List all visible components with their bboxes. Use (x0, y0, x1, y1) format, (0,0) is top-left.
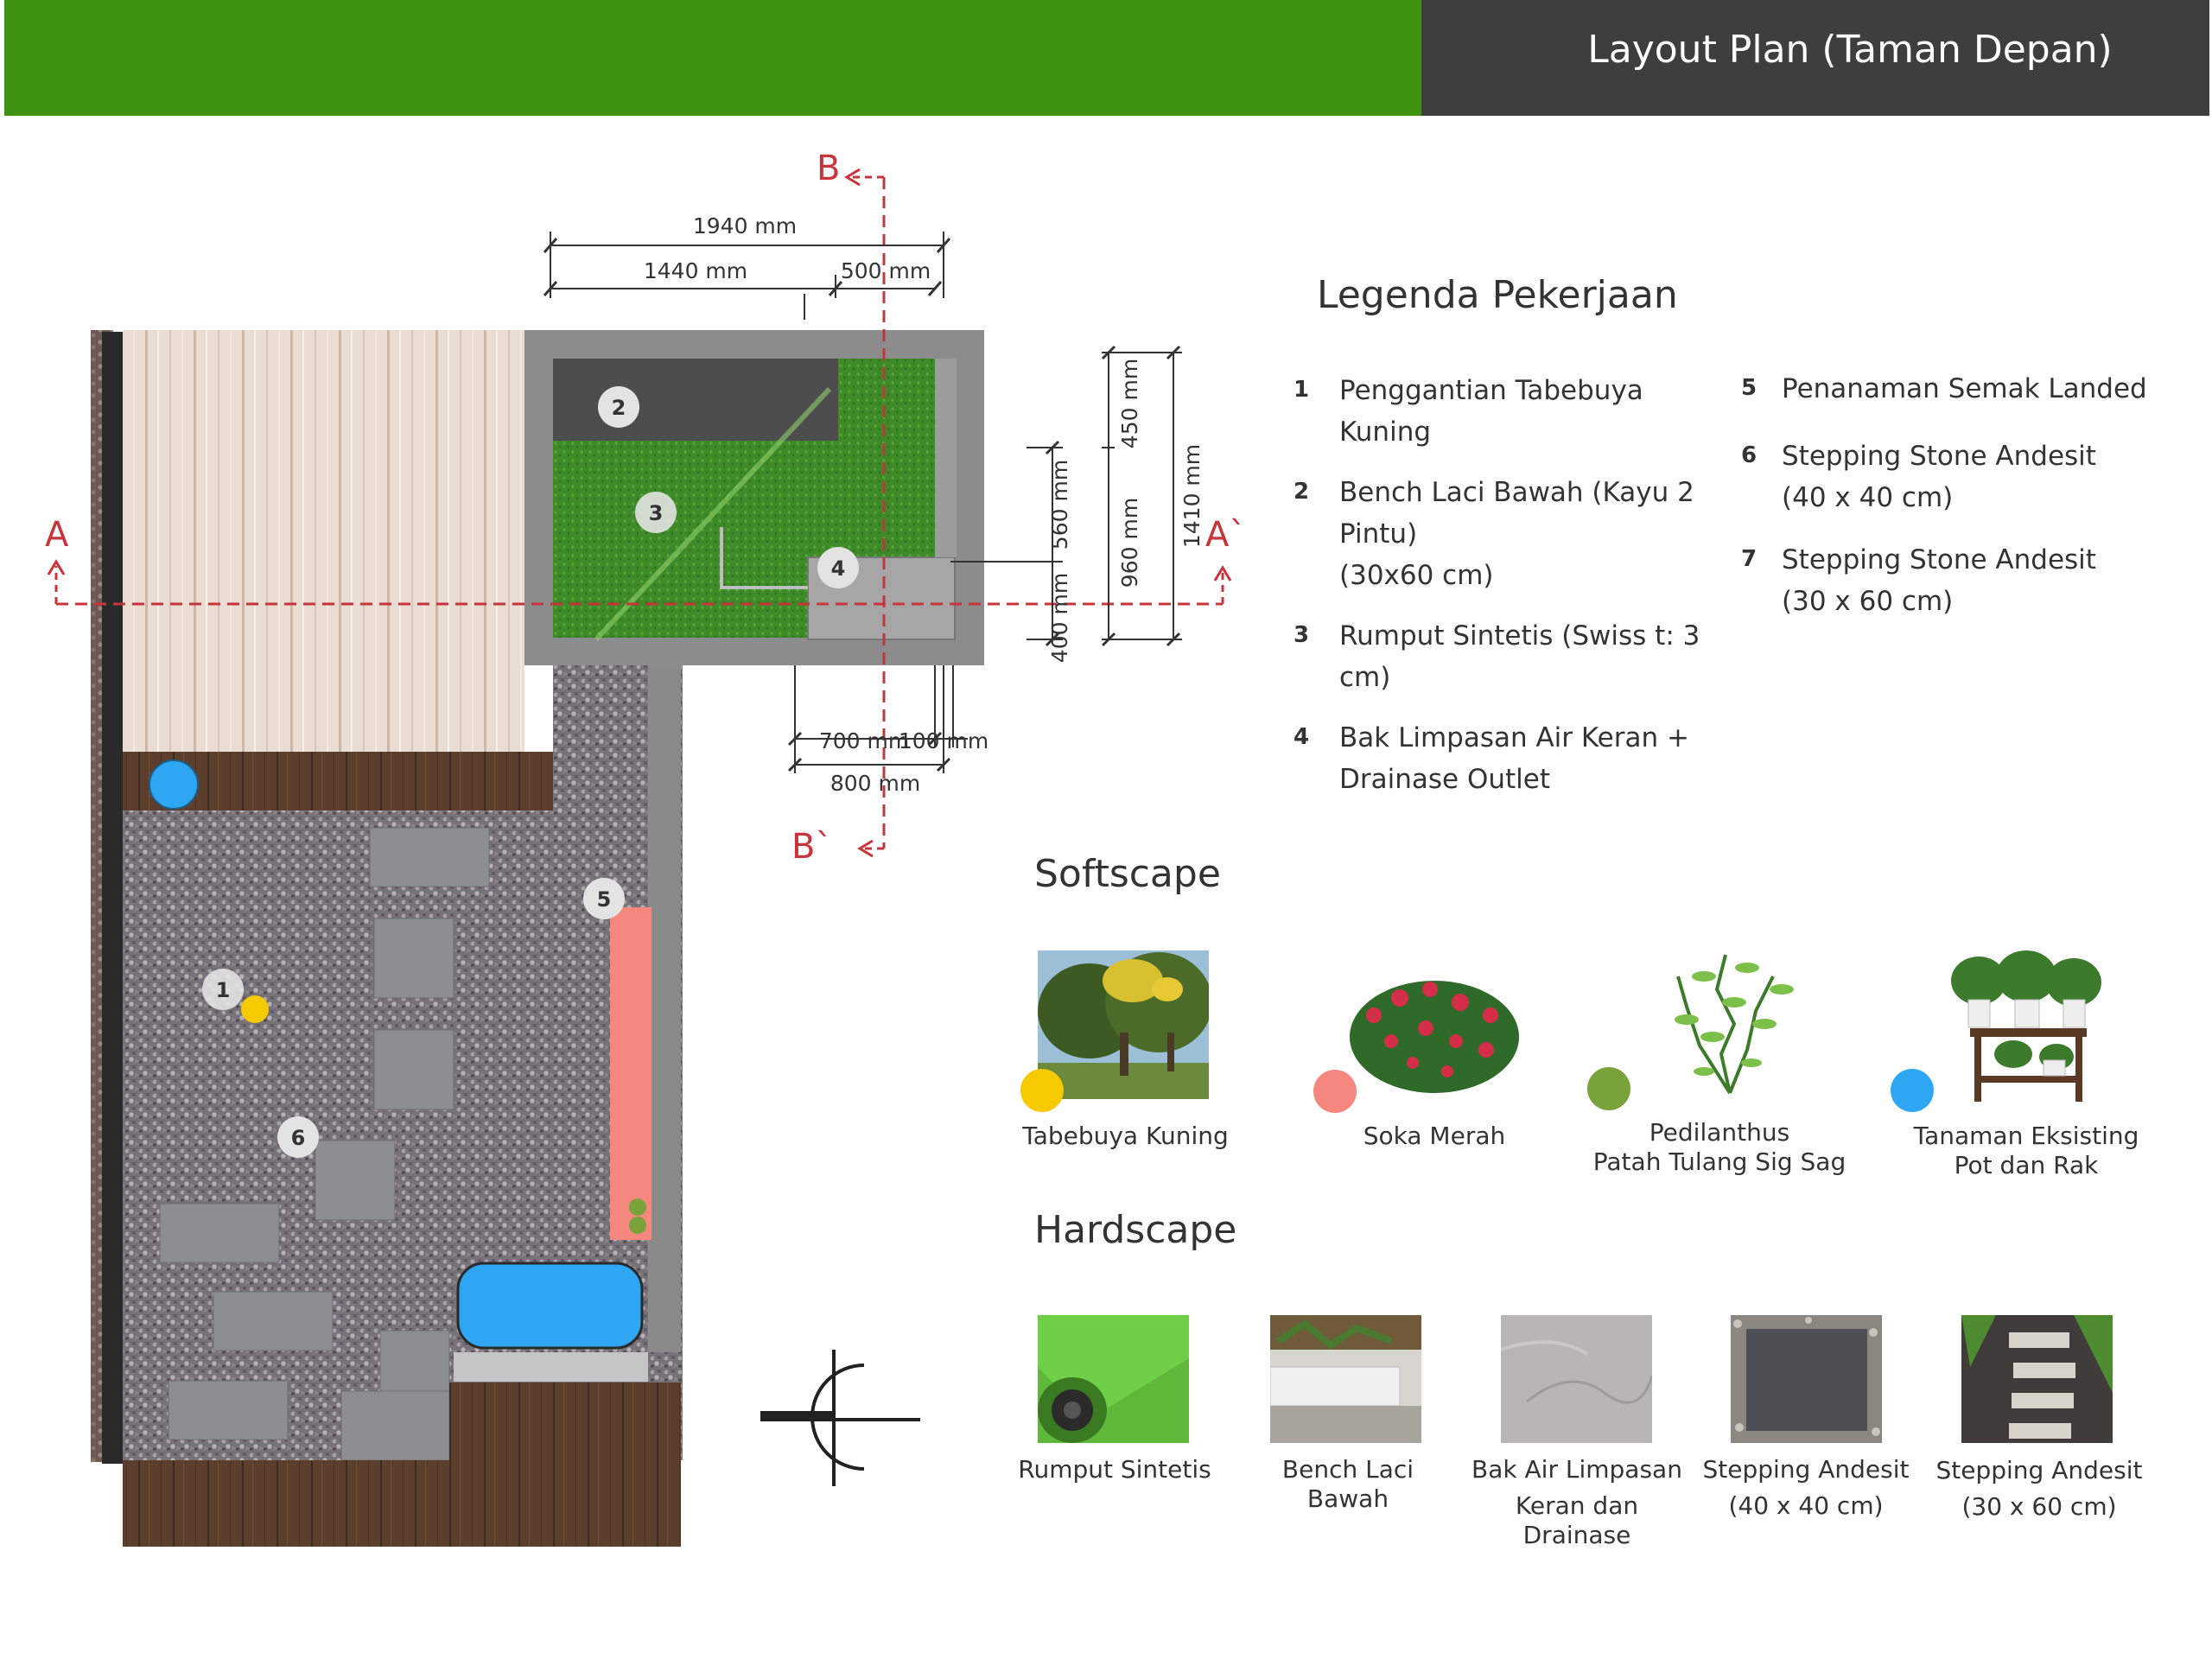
dim-1440: 1440 mm (644, 258, 747, 283)
tabebuya-marker (241, 995, 269, 1023)
dim-450: 450 mm (1117, 359, 1142, 448)
svg-text:3: 3 (649, 501, 664, 525)
marker-4: 4 (817, 547, 859, 588)
legend-item-6: 6 Stepping Stone Andesit(40 x 40 cm) (1740, 441, 2096, 513)
header-bar-green (4, 0, 1421, 116)
andesite-tile-photo-icon (1731, 1315, 1882, 1443)
stepping-stone (373, 918, 454, 999)
stepping-stone (168, 1380, 289, 1440)
legend-item-5: 5 Penanaman Semak Landed (1740, 373, 2147, 404)
hardscape-caption-stepping-30: Stepping Andesit(30 x 60 cm) (1936, 1456, 2143, 1521)
marker-5: 5 (583, 878, 625, 919)
flower-shrub-photo-icon (1348, 955, 1519, 1095)
hardscape-title: Hardscape (1034, 1208, 1237, 1252)
pedilanthus-dot (629, 1217, 646, 1234)
softscape-caption-soka: Soka Merah (1363, 1122, 1506, 1150)
north-arrow-icon (760, 1350, 920, 1486)
dim-560: 560 mm (1047, 460, 1072, 550)
svg-text:1: 1 (216, 978, 231, 1002)
planter-inner-wall (935, 359, 957, 557)
wood-deck-bottom-right (449, 1382, 681, 1547)
tanaman-color-dot (1891, 1069, 1934, 1112)
page-title: Layout Plan (Taman Depan) (1587, 28, 2113, 72)
soka-color-dot (1313, 1070, 1357, 1113)
grass-roll-photo-icon (1038, 1315, 1189, 1443)
section-label-b: B (817, 149, 840, 188)
legend-title: Legenda Pekerjaan (1317, 273, 1678, 317)
legend-item-4: 4 Bak Limpasan Air Keran +Drainase Outle… (1293, 722, 1689, 795)
marker-3: 3 (635, 492, 677, 533)
wood-deck-bottom-left (123, 1460, 449, 1547)
tabebuya-color-dot (1020, 1069, 1064, 1112)
legend-column-right: 5 Penanaman Semak Landed 6 Stepping Ston… (1732, 368, 2198, 622)
pedilanthus-color-dot (1587, 1067, 1630, 1110)
marker-1: 1 (202, 969, 244, 1010)
layout-plan-drawing: 1 2 3 4 5 6 A A` B B` (45, 149, 1246, 1547)
svg-text:2: 2 (612, 396, 626, 420)
concrete-texture-photo-icon (1501, 1315, 1652, 1443)
soka-shrub-strip (610, 907, 652, 1240)
stepping-stone (369, 827, 490, 887)
dim-700: 700 mm (819, 728, 909, 753)
hardscape-caption-bench: Bench Laci Bawah (1281, 1455, 1414, 1513)
dim-100: 100 mm (899, 728, 988, 753)
dimension-lines (550, 232, 1182, 773)
legend-item-7: 7 Stepping Stone Andesit(30 x 60 cm) (1740, 544, 2096, 617)
hardscape-caption-stepping-40: Stepping Andesit(40 x 40 cm) (1702, 1455, 1910, 1520)
hardscape-caption-rumput: Rumput Sintetis (1018, 1455, 1211, 1484)
stepping-stone (213, 1291, 334, 1351)
boundary-wall (102, 332, 123, 1464)
grass-area-side (838, 359, 935, 557)
stepping-stone (159, 1203, 280, 1263)
bench-photo-icon (1270, 1315, 1421, 1443)
pedilanthus-dot (629, 1198, 646, 1216)
zigzag-plant-photo-icon (1652, 942, 1808, 1097)
dim-1940: 1940 mm (693, 213, 797, 238)
dim-800: 800 mm (830, 771, 920, 796)
tree-photo-icon (1038, 950, 1209, 1099)
stepping-stone (315, 1140, 396, 1221)
existing-pot-marker (149, 760, 199, 810)
stepping-stones-photo-icon (1961, 1315, 2113, 1443)
concrete-edge (648, 661, 681, 1352)
dim-960: 960 mm (1117, 498, 1142, 588)
fence-area (123, 330, 524, 752)
softscape-title: Softscape (1034, 852, 1221, 896)
dim-400: 400 mm (1047, 573, 1072, 663)
grass-area-main (553, 441, 838, 638)
section-label-b-prime: B` (791, 827, 832, 867)
svg-text:5: 5 (597, 887, 612, 912)
stepping-stone (373, 1029, 454, 1110)
gravel-area (123, 810, 553, 1460)
potted-plants-shelf-photo-icon (1944, 946, 2108, 1102)
header-bar-dark (1421, 0, 2209, 116)
svg-text:4: 4 (831, 556, 846, 581)
svg-text:6: 6 (291, 1126, 306, 1150)
dim-1410: 1410 mm (1179, 444, 1205, 548)
marker-6: 6 (277, 1116, 319, 1158)
softscape-caption-tabebuya: Tabebuya Kuning (1022, 1122, 1229, 1150)
marker-2: 2 (598, 386, 639, 428)
section-label-a-prime: A` (1205, 515, 1246, 555)
potted-plants-area (456, 1262, 644, 1350)
dim-500: 500 mm (841, 258, 931, 283)
section-label-a: A (45, 515, 69, 555)
